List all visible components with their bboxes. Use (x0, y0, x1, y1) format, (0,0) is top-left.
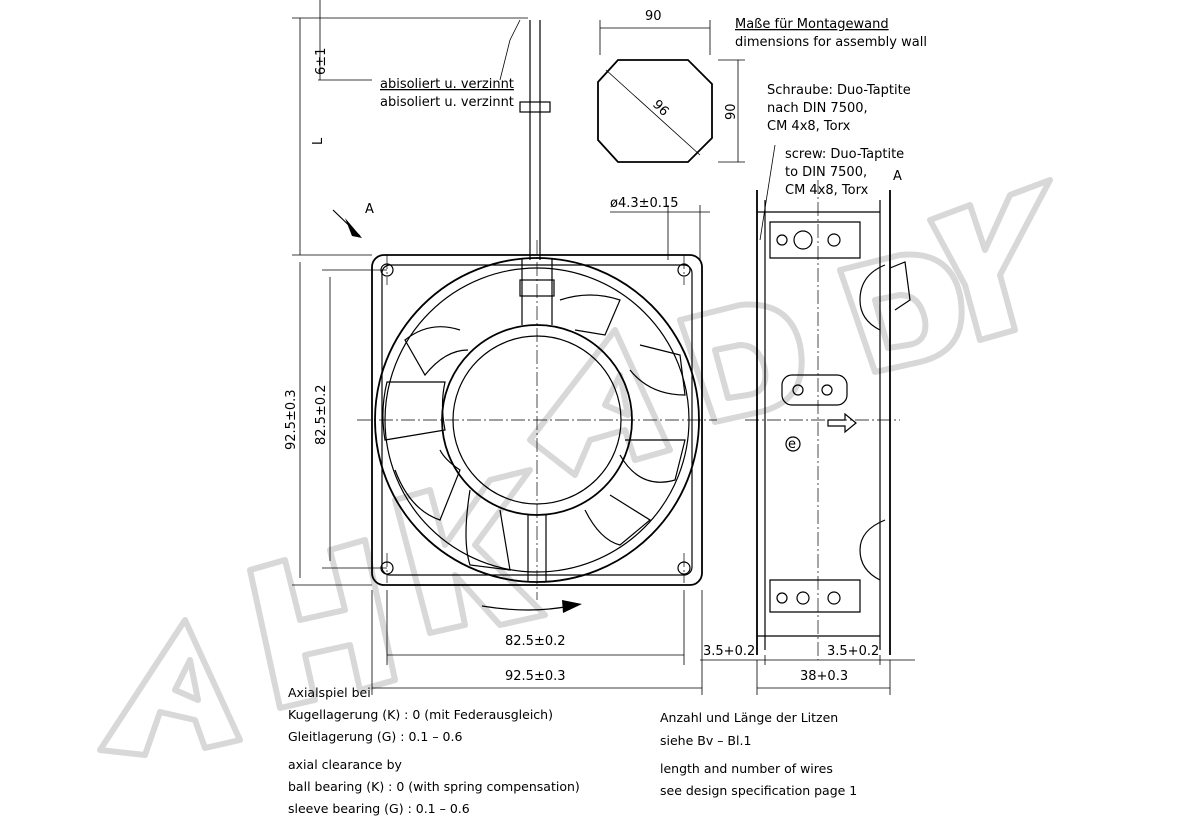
labels: abisoliert u. verzinnt abisoliert u. ver… (284, 9, 927, 816)
dim-hole-dia: ø4.3±0.15 (610, 196, 678, 211)
dim-wire-len: L (311, 137, 326, 145)
screw-note-de-2: nach DIN 7500, (767, 101, 868, 116)
axial-note-en-2: ball bearing (K) : 0 (with spring compen… (288, 779, 580, 794)
screw-note-de-1: Schraube: Duo-Taptite (767, 83, 911, 98)
dim-flange-left: 3.5+0.2 (703, 644, 755, 659)
mount-cutout (597, 20, 745, 163)
dim-frame-height: 92.5±0.3 (284, 389, 299, 450)
front-view (332, 20, 717, 613)
rotation-arrow (481, 605, 571, 611)
dim-mount-diag: 96 (649, 97, 671, 119)
dim-depth: 38+0.3 (800, 669, 848, 684)
axial-note-de-2: Kugellagerung (K) : 0 (mit Federausgleic… (288, 707, 553, 722)
axial-note-en-3: sleeve bearing (G) : 0.1 – 0.6 (288, 801, 470, 816)
side-view (700, 144, 915, 695)
screw-note-en-2: to DIN 7500, (785, 165, 867, 180)
wire-strip-label-en: abisoliert u. verzinnt (380, 95, 514, 110)
fan-blades (382, 294, 686, 571)
wire-strip-label-de: abisoliert u. verzinnt (380, 77, 514, 92)
mount-note-title-en: dimensions for assembly wall (735, 35, 927, 50)
axial-note-de-1: Axialspiel bei (288, 685, 371, 700)
dim-mount-height: 90 (724, 103, 739, 120)
screw-note-en-3: CM 4x8, Torx (785, 183, 869, 198)
view-a-front: A (365, 202, 374, 217)
dim-hole-pitch-h: 82.5±0.2 (505, 634, 566, 649)
screw-note-de-3: CM 4x8, Torx (767, 119, 851, 134)
wires-note-de-2: siehe Bv – Bl.1 (660, 733, 751, 748)
wires-note-de-1: Anzahl und Länge der Litzen (660, 710, 838, 725)
front-dimensions (292, 0, 710, 695)
dim-wire-len-tol: 6±1 (314, 48, 329, 75)
wires-note-en-1: length and number of wires (660, 761, 833, 776)
screw-note-en-1: screw: Duo-Taptite (785, 147, 904, 162)
wires-note-en-2: see design specification page 1 (660, 783, 857, 798)
watermark-logo (97, 177, 1053, 758)
axial-note-de-3: Gleitlagerung (G) : 0.1 – 0.6 (288, 729, 462, 744)
fan-frame (371, 254, 703, 586)
earth-symbol: e (788, 437, 796, 452)
view-a-side: A (893, 169, 902, 184)
dim-mount-width: 90 (645, 9, 662, 24)
dim-frame-width: 92.5±0.3 (505, 669, 566, 684)
dim-hole-pitch-v: 82.5±0.2 (314, 384, 329, 445)
mount-note-title-de: Maße für Montagewand (735, 17, 889, 32)
axial-note-en-1: axial clearance by (288, 757, 403, 772)
dim-flange-right: 3.5+0.2 (827, 644, 879, 659)
